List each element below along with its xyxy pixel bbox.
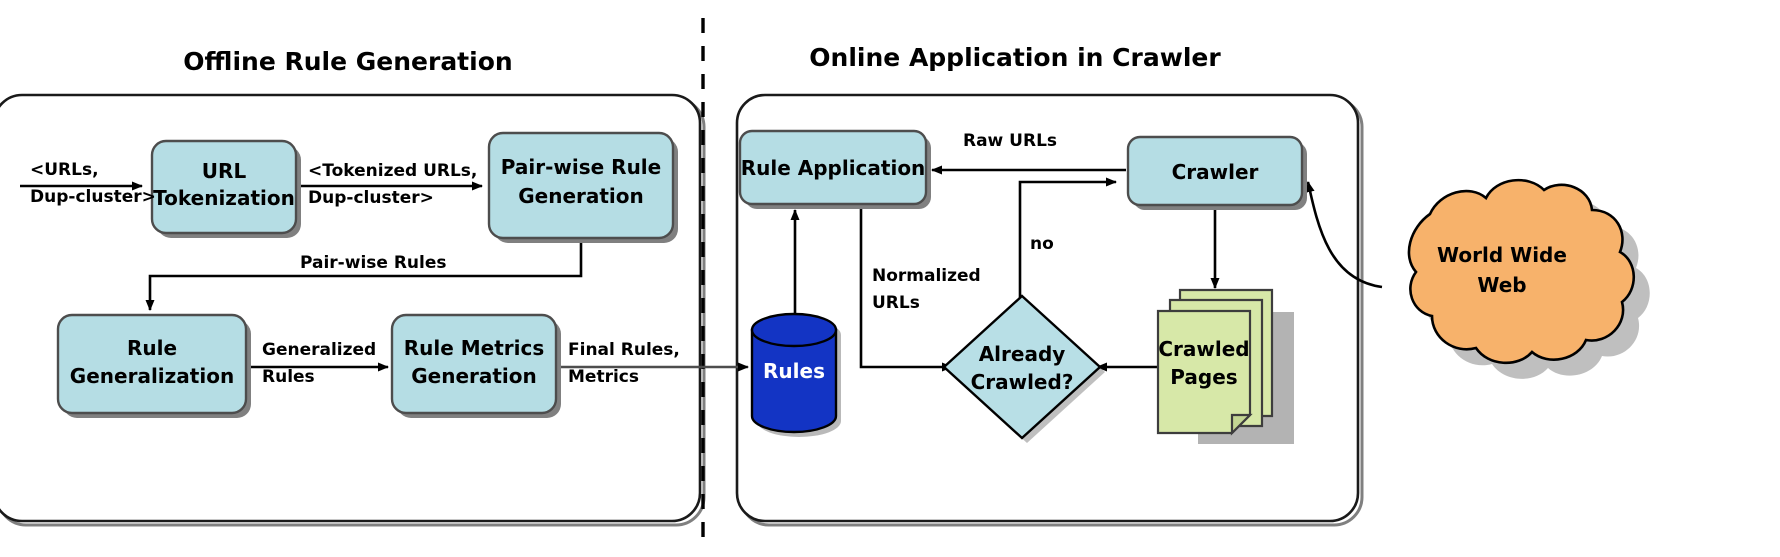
left-panel-title: Offline Rule Generation bbox=[183, 47, 512, 76]
edge-label-input-urls: <URLs, Dup-cluster> bbox=[30, 160, 156, 207]
edge-label-line: URLs bbox=[872, 293, 920, 313]
node-rules-database[interactable]: Rules bbox=[750, 312, 841, 437]
node-label: Web bbox=[1477, 273, 1526, 297]
node-label: Generation bbox=[411, 364, 537, 388]
node-label: Pair-wise Rule bbox=[501, 155, 661, 179]
node-label: Generation bbox=[518, 184, 644, 208]
edge-label-line: Normalized bbox=[872, 266, 981, 286]
edge-label-line: Pair-wise Rules bbox=[300, 253, 447, 273]
edge-label-line: <Tokenized URLs, bbox=[308, 161, 477, 181]
node-label: Rules bbox=[763, 359, 825, 383]
node-label: Generalization bbox=[70, 364, 234, 388]
node-label: Rule Application bbox=[741, 156, 926, 180]
node-world-wide-web[interactable]: World Wide Web bbox=[1407, 178, 1650, 379]
node-label: URL bbox=[202, 159, 247, 183]
edge-label-line: Dup-cluster> bbox=[308, 188, 434, 208]
edge-label-no: no bbox=[1030, 234, 1054, 254]
edge-web-to-crawler bbox=[1305, 181, 1383, 289]
edge-label-line: Raw URLs bbox=[963, 131, 1057, 151]
node-crawler[interactable]: Crawler bbox=[1126, 135, 1307, 210]
edge-label-pair-wise-rules: Pair-wise Rules bbox=[300, 253, 447, 273]
node-label: Crawled bbox=[1158, 337, 1249, 361]
node-already-crawled[interactable]: Already Crawled? bbox=[942, 294, 1105, 443]
node-label: Crawled? bbox=[971, 370, 1074, 394]
edge-label-line: no bbox=[1030, 234, 1054, 254]
node-rule-generalization[interactable]: Rule Generalization bbox=[56, 313, 251, 418]
node-label: Crawler bbox=[1172, 160, 1259, 184]
right-panel-title: Online Application in Crawler bbox=[809, 43, 1221, 72]
edge-label-line: Final Rules, bbox=[568, 340, 680, 360]
edge-no-branch bbox=[1018, 177, 1117, 300]
node-pair-wise-rule-generation[interactable]: Pair-wise Rule Generation bbox=[487, 131, 678, 243]
edge-label-line: Rules bbox=[262, 367, 315, 387]
edge-label-line: Dup-cluster> bbox=[30, 187, 156, 207]
node-rule-application[interactable]: Rule Application bbox=[738, 129, 931, 209]
node-url-tokenization[interactable]: URL Tokenization bbox=[150, 139, 301, 238]
node-label: Pages bbox=[1170, 365, 1237, 389]
edge-label-tokenized-urls: <Tokenized URLs, Dup-cluster> bbox=[308, 161, 477, 208]
edge-label-raw-urls: Raw URLs bbox=[963, 131, 1057, 151]
node-label: Already bbox=[979, 342, 1066, 366]
edge-pair-wise-rules bbox=[145, 238, 583, 311]
node-label: Rule Metrics bbox=[404, 336, 545, 360]
edge-normalized-urls bbox=[859, 204, 953, 372]
node-label: World Wide bbox=[1437, 243, 1567, 267]
edge-label-line: Generalized bbox=[262, 340, 376, 360]
node-rule-metrics-generation[interactable]: Rule Metrics Generation bbox=[390, 313, 561, 418]
node-crawled-pages[interactable]: Crawled Pages bbox=[1156, 288, 1294, 444]
edge-label-line: <URLs, bbox=[30, 160, 99, 180]
edge-label-generalized-rules: Generalized Rules bbox=[262, 340, 376, 387]
edge-label-line: Metrics bbox=[568, 367, 639, 387]
edge-label-normalized-urls: Normalized URLs bbox=[872, 266, 981, 313]
node-label: Rule bbox=[127, 336, 177, 360]
edge-label-final-rules-metrics: Final Rules, Metrics bbox=[568, 340, 680, 387]
node-label: Tokenization bbox=[153, 186, 295, 210]
